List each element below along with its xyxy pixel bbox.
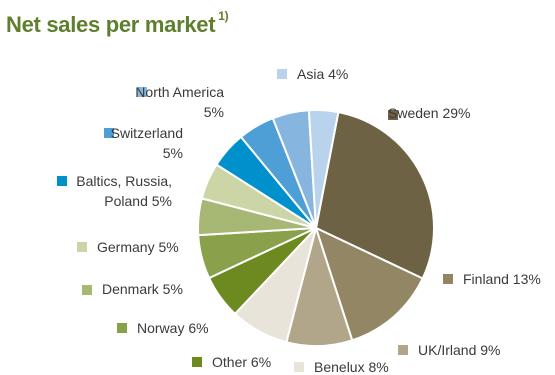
slice-label-finland: Finland 13% — [463, 271, 541, 287]
pie-slices — [197, 109, 435, 347]
slice-label-north-america: North America 5% — [135, 84, 224, 120]
slice-label-line: North America — [135, 84, 224, 100]
slice-label-asia: Asia 4% — [297, 66, 348, 82]
slice-label-line: Sweden 29% — [388, 105, 471, 121]
slice-label-benelux: Benelux 8% — [314, 359, 389, 375]
slice-label-line: Germany 5% — [97, 239, 179, 255]
slice-label-line: 5% — [163, 145, 183, 161]
slice-label-denmark: Denmark 5% — [102, 281, 183, 297]
slice-label-line: Denmark 5% — [102, 281, 183, 297]
slice-label-germany: Germany 5% — [97, 239, 179, 255]
pie-slice-finland — [314, 226, 424, 342]
slice-label-line: UK/Irland 9% — [418, 342, 500, 358]
legend-marker-other — [192, 357, 202, 367]
pie-slice-sweden — [314, 110, 435, 280]
slice-label-baltics-russia-poland: Baltics, Russia, Poland 5% — [76, 173, 172, 209]
slice-label-sweden: Sweden 29% — [388, 105, 471, 121]
slice-label-line: Baltics, Russia, — [76, 173, 172, 189]
title-footnote-marker: 1) — [218, 8, 229, 23]
slice-label-line: Switzerland — [111, 125, 183, 141]
slice-label-line: Asia 4% — [297, 66, 348, 82]
legend-marker-norway — [117, 323, 127, 333]
pie-slice-asia — [307, 109, 340, 229]
slice-label-line: Finland 13% — [463, 271, 541, 287]
legend-marker-asia — [277, 69, 287, 79]
slice-label-uk-irland: UK/Irland 9% — [418, 342, 500, 358]
legend-marker-sweden — [388, 110, 398, 120]
legend-marker-baltics-russia-poland — [57, 176, 67, 186]
legend-marker-benelux — [294, 362, 304, 372]
legend-marker-north-america — [137, 87, 147, 97]
legend-marker-switzerland — [104, 128, 114, 138]
slice-label-switzerland: Switzerland 5% — [111, 125, 183, 161]
slice-label-other: Other 6% — [212, 354, 271, 370]
slice-label-line: Other 6% — [212, 354, 271, 370]
legend-marker-germany — [77, 242, 87, 252]
legend-marker-denmark — [82, 285, 92, 295]
slice-label-norway: Norway 6% — [137, 320, 209, 336]
legend-marker-finland — [443, 274, 453, 284]
legend-marker-uk-irland — [398, 345, 408, 355]
slice-label-line: Norway 6% — [137, 320, 209, 336]
chart-title-text: Net sales per market — [6, 12, 216, 37]
slice-label-line: Poland 5% — [104, 193, 172, 209]
slice-label-line: 5% — [204, 104, 224, 120]
slice-label-line: Benelux 8% — [314, 359, 389, 375]
pie-labels: Sweden 29% Finland 13% UK/Irland 9% Benelux… — [57, 66, 541, 375]
